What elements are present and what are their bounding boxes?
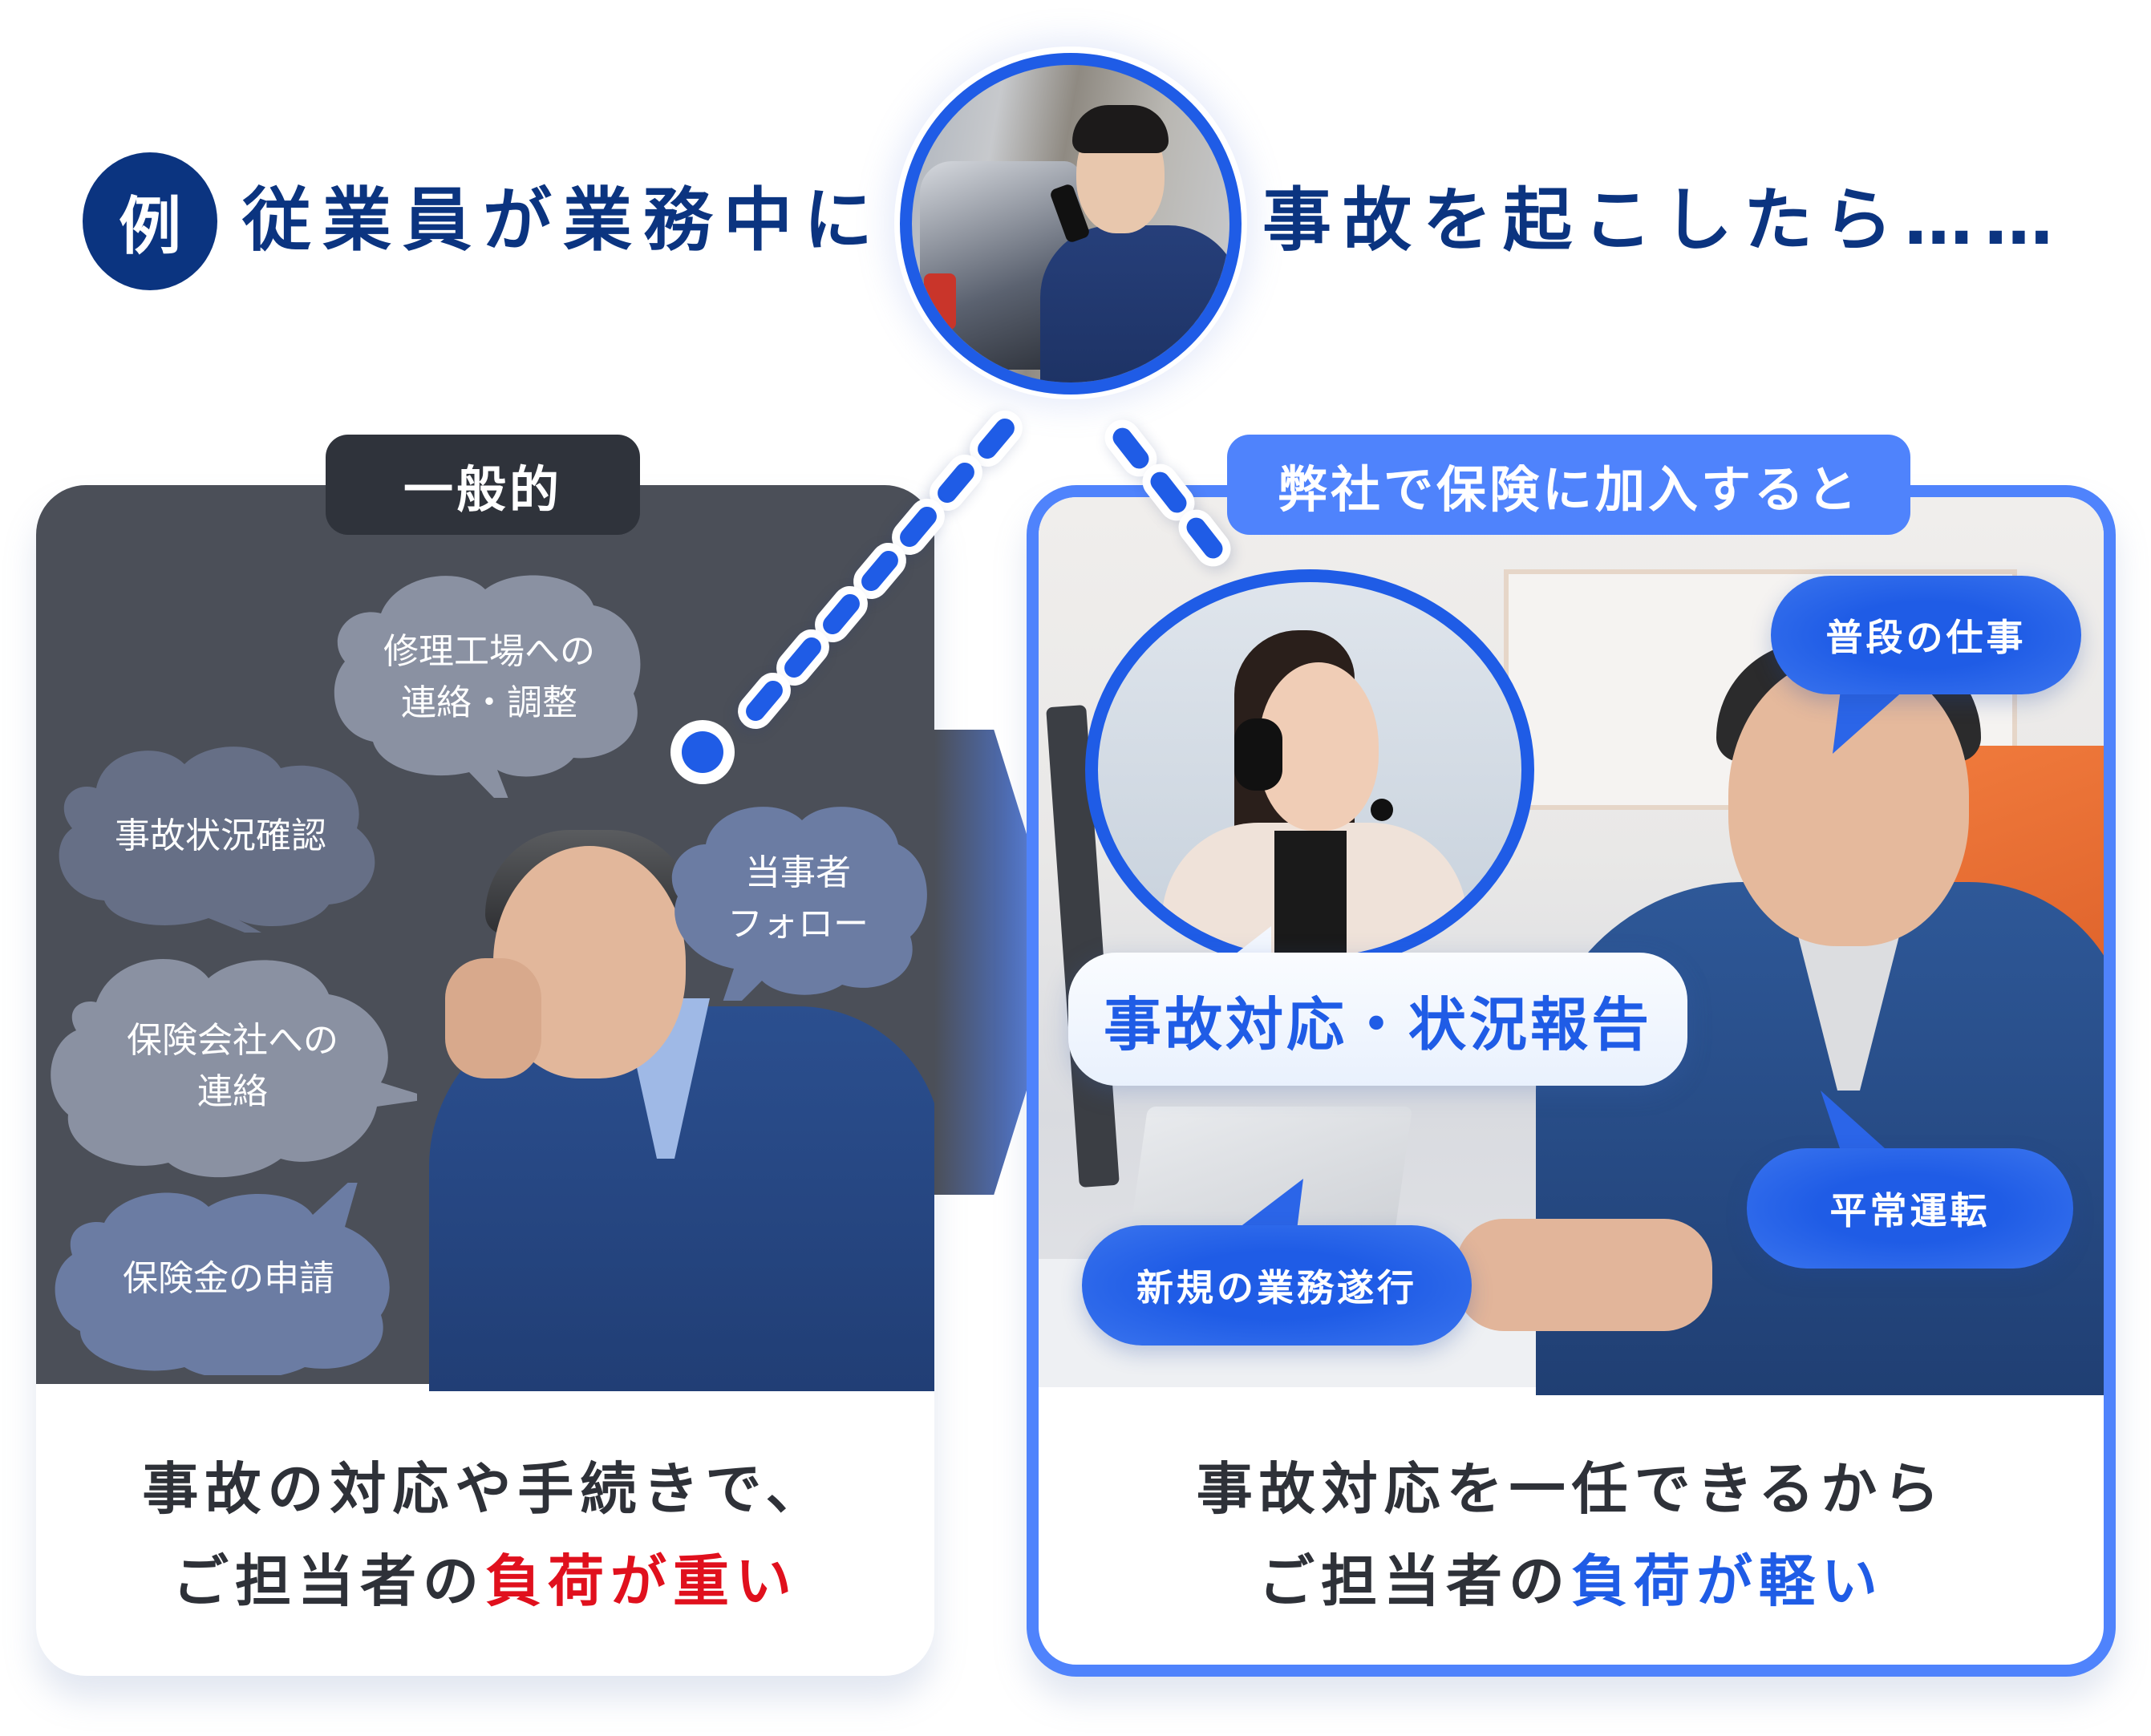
caption-emphasis-heavy-load: 負荷が重い — [485, 1548, 798, 1614]
cloud-insurer-contact: 保険会社への 連絡 — [48, 946, 417, 1187]
bubble-tail — [1821, 1091, 1901, 1163]
panel-general: 修理工場への 連絡・調整 事故状況確認 当事者 フォロー 保険会社への 連絡 — [36, 485, 934, 1676]
cloud-label: 保険金の申請 — [123, 1258, 334, 1300]
panel-with-our-insurance: 事故対応・状況報告 普段の仕事 新規の業務遂行 平常運転 事故対応を一任できるか… — [1027, 485, 2116, 1677]
bubble-label: 新規の業務遂行 — [1136, 1266, 1417, 1309]
headset-icon — [1234, 718, 1282, 791]
microphone-icon — [1371, 799, 1393, 821]
hero-photo-employee-on-phone — [900, 53, 1242, 395]
cloud-label: 修理工場への 連絡・調整 — [383, 631, 595, 723]
bubble-tail — [1833, 690, 1905, 754]
thought-cloud-icon — [334, 575, 641, 798]
hand-on-face — [445, 958, 541, 1078]
cloud-accident-check: 事故状況確認 — [48, 740, 393, 933]
employee-suit — [1040, 225, 1229, 382]
connector-dash — [934, 459, 978, 507]
thought-cloud-icon — [59, 747, 375, 933]
bubble-daily-work: 普段の仕事 — [1771, 576, 2081, 694]
tab-general: 一般的 — [326, 435, 640, 535]
caption-prefix: ご担当者の — [1258, 1548, 1571, 1614]
panel-general-illustration: 修理工場への 連絡・調整 事故状況確認 当事者 フォロー 保険会社への 連絡 — [36, 485, 934, 1391]
cloud-claim-application: 保険金の申請 — [48, 1183, 409, 1375]
caption-insured-line1: 事故対応を一任できるから — [1196, 1456, 1946, 1522]
bubble-accident-response: 事故対応・状況報告 — [1068, 953, 1687, 1086]
thought-cloud-icon — [671, 807, 927, 1001]
office-scene-image: 事故対応・状況報告 普段の仕事 新規の業務遂行 平常運転 — [1039, 497, 2104, 1395]
cloud-label: 保険会社への 連絡 — [127, 1020, 338, 1112]
cloud-party-follow-up: 当事者 フォロー — [666, 796, 930, 1001]
heading-left-text: 従業員が業務中に — [242, 180, 884, 261]
thought-cloud-icon — [55, 1183, 390, 1375]
cloud-repair-shop: 修理工場への 連絡・調整 — [325, 557, 654, 798]
bubble-label: 事故対応・状況報告 — [1103, 990, 1652, 1058]
support-agent-photo — [1085, 569, 1534, 970]
connector-dash — [974, 415, 1019, 463]
bubble-label: 普段の仕事 — [1825, 616, 2027, 659]
caption-general-line1: 事故の対応や手続きで、 — [142, 1456, 828, 1522]
car-taillight — [924, 273, 956, 330]
connector-dash — [1108, 423, 1153, 473]
agent-inner — [1274, 831, 1347, 957]
caption-emphasis-light-load: 負荷が軽い — [1571, 1548, 1884, 1614]
caption-general-line2: ご担当者の負荷が重い — [36, 1536, 934, 1628]
hands-typing — [1456, 1219, 1712, 1331]
tab-with-our-insurance: 弊社で保険に加入すると — [1227, 435, 1910, 535]
thought-cloud-icon — [51, 959, 417, 1178]
caption-insured-line2: ご担当者の負荷が軽い — [1039, 1536, 2104, 1628]
bubble-new-tasks: 新規の業務遂行 — [1082, 1225, 1472, 1346]
heading-right-text: 事故を起こしたら…… — [1262, 180, 2064, 261]
example-badge: 例 — [83, 152, 217, 290]
bubble-normal-operations: 平常運転 — [1747, 1148, 2073, 1269]
worried-employee-image — [381, 830, 934, 1391]
bubble-label: 平常運転 — [1829, 1189, 1991, 1232]
cloud-label: 事故状況確認 — [115, 815, 326, 857]
employee-hair — [1072, 105, 1169, 153]
caption-prefix: ご担当者の — [172, 1548, 485, 1614]
connector-endpoint-dot — [682, 731, 723, 773]
cloud-label: 当事者 フォロー — [727, 852, 869, 945]
